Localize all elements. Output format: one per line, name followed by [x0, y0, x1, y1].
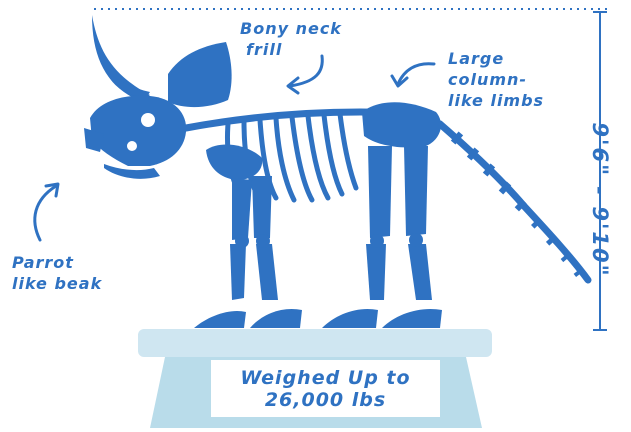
- neck-frill-label-line-2: frill: [240, 39, 342, 60]
- limbs-label-line-2: column-: [448, 69, 544, 90]
- limbs-label-line-3: like limbs: [448, 90, 544, 111]
- height-label: 9'6" - 9'10": [588, 122, 612, 277]
- limbs-label: Large column- like limbs: [448, 48, 544, 111]
- beak-label-line-2: like beak: [12, 273, 102, 294]
- limbs-label-line-1: Large: [448, 48, 544, 69]
- neck-frill-label: Bony neck frill: [240, 18, 342, 60]
- weight-label: Weighed Up to 26,000 lbs: [211, 360, 440, 417]
- beak-label: Parrot like beak: [12, 252, 102, 294]
- beak-label-line-1: Parrot: [12, 252, 102, 273]
- weight-label-line-1: Weighed Up to: [240, 367, 410, 389]
- weight-label-line-2: 26,000 lbs: [265, 389, 386, 411]
- beak-arrow-icon: [35, 186, 56, 240]
- neck-frill-label-line-1: Bony neck: [240, 18, 342, 39]
